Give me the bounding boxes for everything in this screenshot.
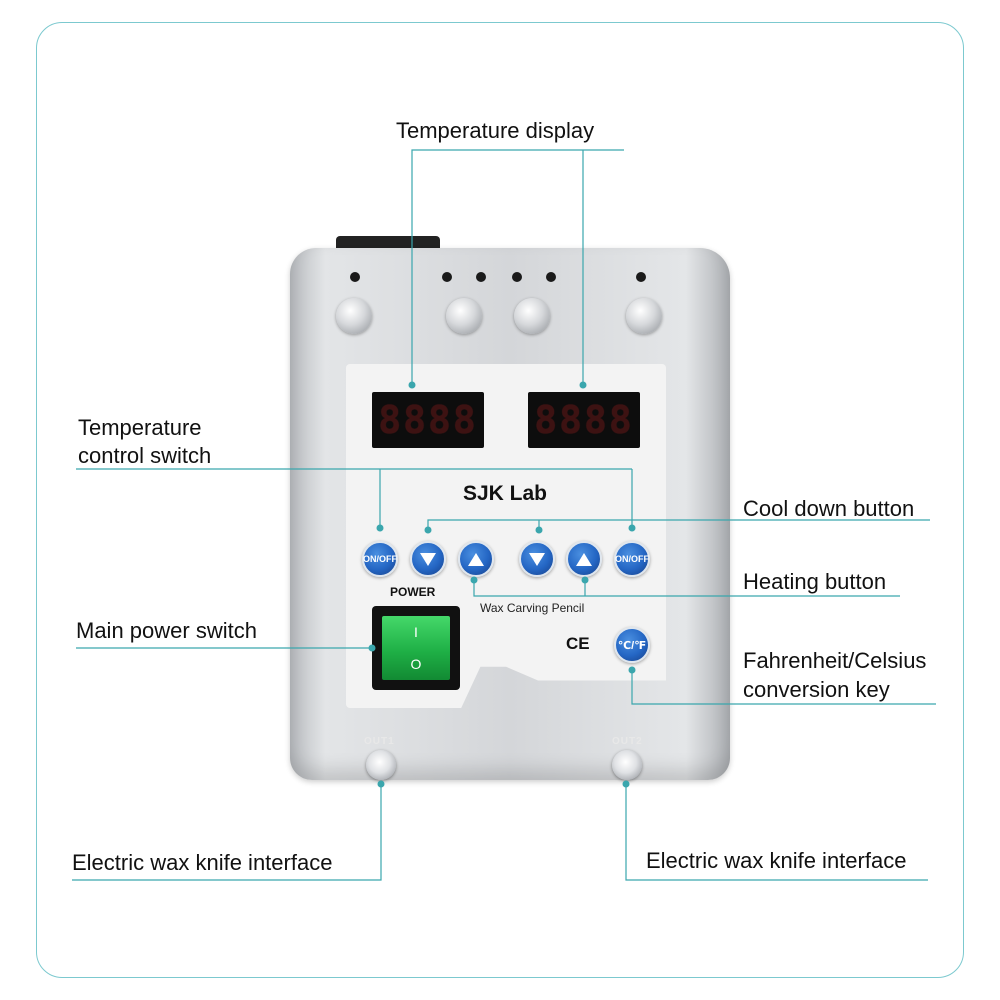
holder-knob xyxy=(336,298,372,334)
label-main-power-switch: Main power switch xyxy=(76,618,257,643)
power-label: POWER xyxy=(390,585,436,599)
leader-dot xyxy=(408,381,416,389)
port-label-out2: OUT2 xyxy=(612,736,643,747)
label-fahrenheit-line2: conversion key xyxy=(743,677,890,702)
leader-dot xyxy=(579,381,587,389)
device-subtitle: Wax Carving Pencil xyxy=(480,601,585,615)
leader-dot xyxy=(368,644,376,652)
vent-hole xyxy=(512,272,522,282)
holder-knob xyxy=(446,298,482,334)
vent-hole xyxy=(636,272,646,282)
label-fahrenheit-line1: Fahrenheit/Celsius xyxy=(743,648,927,673)
arrow-up-icon xyxy=(576,552,592,566)
label-cool-down-button: Cool down button xyxy=(743,496,915,521)
diagram-frame xyxy=(36,22,964,978)
leader-unit-conversion xyxy=(631,670,936,705)
arrow-down-icon xyxy=(420,552,436,566)
ce-mark: CE xyxy=(566,634,590,653)
leader-dot xyxy=(535,526,543,534)
holder-knob xyxy=(626,298,662,334)
arrow-down-icon xyxy=(529,552,545,566)
switch-on-symbol: I xyxy=(414,624,418,640)
port-label-out1: OUT1 xyxy=(364,736,395,747)
label-knife-interface-left: Electric wax knife interface xyxy=(72,850,333,875)
knife-port-out1[interactable] xyxy=(366,750,396,780)
on-off-button-left[interactable]: ON/OFF xyxy=(362,541,398,577)
heating-button-right[interactable] xyxy=(566,541,602,577)
leader-temperature-display xyxy=(411,149,624,385)
label-heating-button: Heating button xyxy=(743,569,887,594)
leader-dot xyxy=(376,524,384,532)
cool-down-button-left[interactable] xyxy=(410,541,446,577)
leader-dot xyxy=(622,780,630,788)
leader-dot xyxy=(581,576,589,584)
label-temperature-display: Temperature display xyxy=(396,118,595,143)
power-rocker[interactable]: I O xyxy=(382,616,450,680)
leader-dot xyxy=(628,666,636,674)
temperature-display-right: 8888 xyxy=(528,392,640,448)
brand-name: SJK Lab xyxy=(462,482,548,505)
vent-hole xyxy=(350,272,360,282)
leader-interface-left xyxy=(72,784,382,881)
on-off-button-right[interactable]: ON/OFF xyxy=(614,541,650,577)
cool-down-button-right[interactable] xyxy=(519,541,555,577)
leader-temperature-control xyxy=(76,468,633,528)
label-temperature-control-line2: control switch xyxy=(78,443,212,468)
vent-hole xyxy=(442,272,452,282)
leader-dot xyxy=(470,576,478,584)
heating-button-left[interactable] xyxy=(458,541,494,577)
leader-interface-right xyxy=(625,784,928,881)
holder-knob xyxy=(514,298,550,334)
temperature-display-left: 8888 xyxy=(372,392,484,448)
leader-dot xyxy=(377,780,385,788)
label-knife-interface-right: Electric wax knife interface xyxy=(646,848,907,873)
switch-off-symbol: O xyxy=(410,656,422,672)
knife-port-out2[interactable] xyxy=(612,750,642,780)
vent-hole xyxy=(546,272,556,282)
arrow-up-icon xyxy=(468,552,484,566)
vent-hole xyxy=(476,272,486,282)
leader-dot xyxy=(628,524,636,532)
label-temperature-control-line1: Temperature xyxy=(78,415,202,440)
unit-conversion-button[interactable]: ℃/℉ xyxy=(614,627,650,663)
leader-dot xyxy=(424,526,432,534)
